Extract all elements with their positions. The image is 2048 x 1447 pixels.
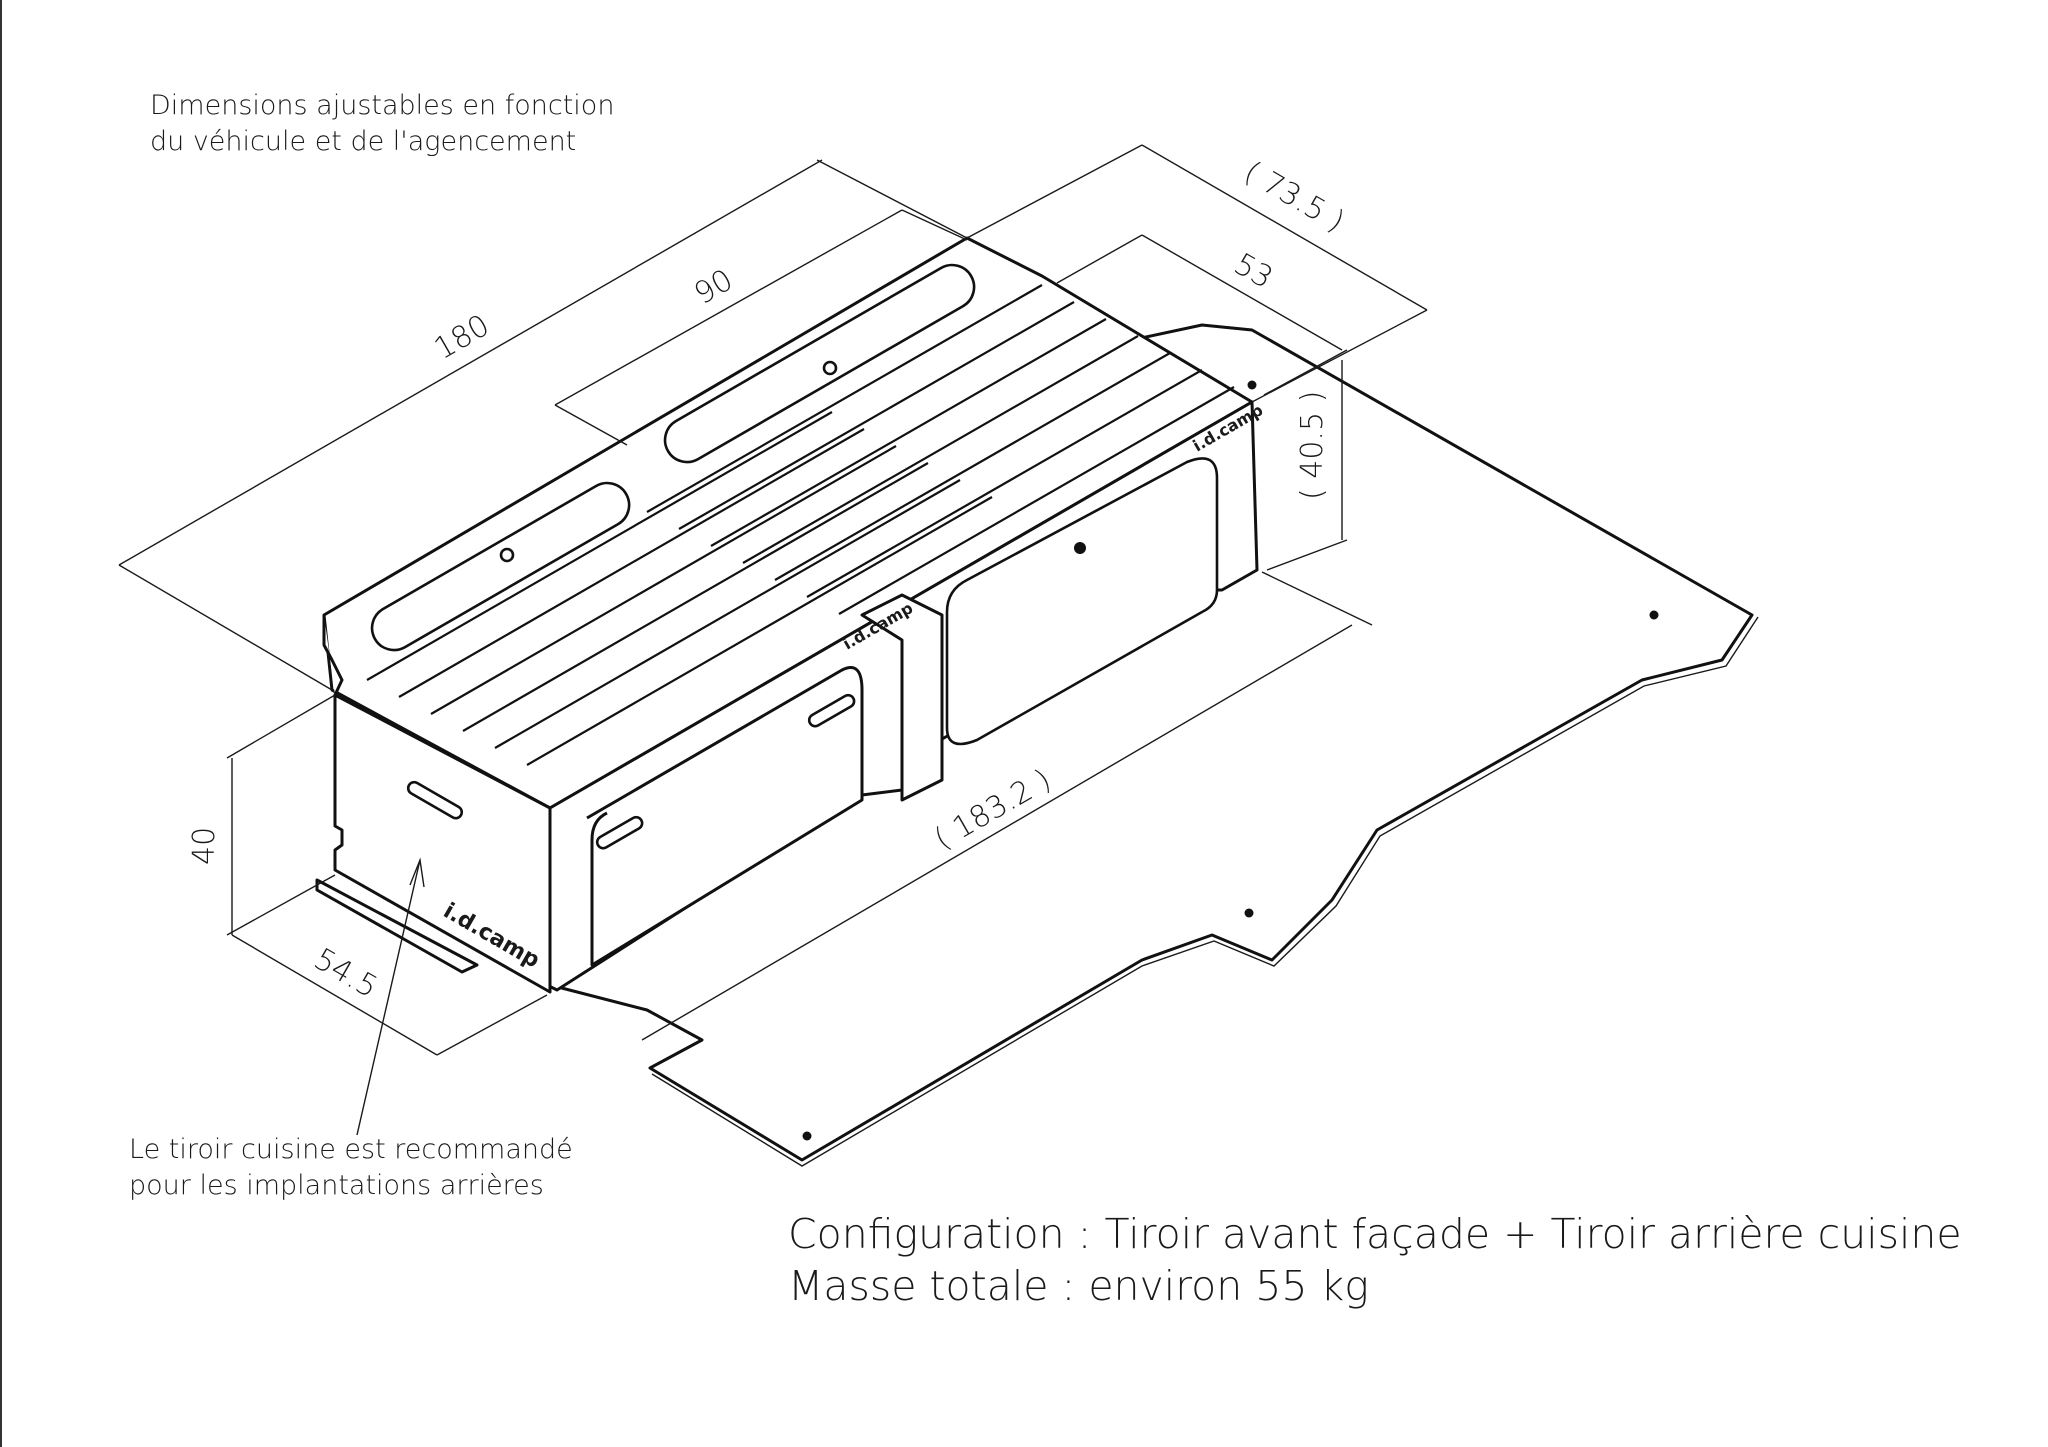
adjustable-dimensions-note: Dimensions ajustables en fonction du véh… <box>150 88 614 160</box>
floor-plate-hole <box>1649 610 1659 620</box>
front-base-strip <box>315 878 479 974</box>
floor-plate-edge <box>651 616 1759 1167</box>
svg-text:( 40.5 ): ( 40.5 ) <box>1295 391 1330 500</box>
floor-plate-hole <box>1247 380 1257 390</box>
front-drawer-handle <box>406 780 464 820</box>
front-drawer-window <box>945 457 1219 746</box>
configuration-line: Configuration : Tiroir avant façade + Ti… <box>788 1210 1962 1258</box>
dimension-40: 40 <box>187 694 336 936</box>
svg-text:40: 40 <box>187 827 222 865</box>
kitchen-drawer-handle <box>595 815 644 850</box>
top-slats <box>366 284 1235 766</box>
note-line: Le tiroir cuisine est recommandé <box>129 1134 573 1165</box>
kitchen-drawer-note: Le tiroir cuisine est recommandé pour le… <box>129 1132 573 1204</box>
drawer-knob <box>1074 542 1086 554</box>
dimension-40-5: ( 40.5 ) <box>1266 360 1348 571</box>
top-slot-left <box>370 481 631 652</box>
note-line: du véhicule et de l'agencement <box>150 126 577 157</box>
mass-line: Masse totale : environ 55 kg <box>788 1262 1369 1310</box>
front-drawer-face <box>333 693 552 994</box>
kitchen-drawer-face <box>586 666 864 967</box>
top-slot-right <box>663 263 976 464</box>
svg-text:( 73.5 ): ( 73.5 ) <box>1238 155 1350 240</box>
top-hole <box>499 547 515 563</box>
kitchen-drawer-handle <box>807 693 856 728</box>
svg-text:180: 180 <box>429 308 496 367</box>
svg-text:54.5: 54.5 <box>308 942 383 1006</box>
svg-text:90: 90 <box>689 263 740 312</box>
note-line: Dimensions ajustables en fonction <box>150 90 615 121</box>
note-leader-line <box>356 859 421 1136</box>
note-line: pour les implantations arrières <box>129 1170 544 1201</box>
top-hole <box>822 360 838 376</box>
note-leader-arrow <box>409 857 425 888</box>
floor-plate-hole <box>802 1131 812 1141</box>
configuration-summary: Configuration : Tiroir avant façade + Ti… <box>788 1208 1962 1312</box>
floor-plate-hole <box>1244 908 1254 918</box>
drawer-divider-panel <box>860 593 944 802</box>
box-back-lip <box>322 615 344 696</box>
